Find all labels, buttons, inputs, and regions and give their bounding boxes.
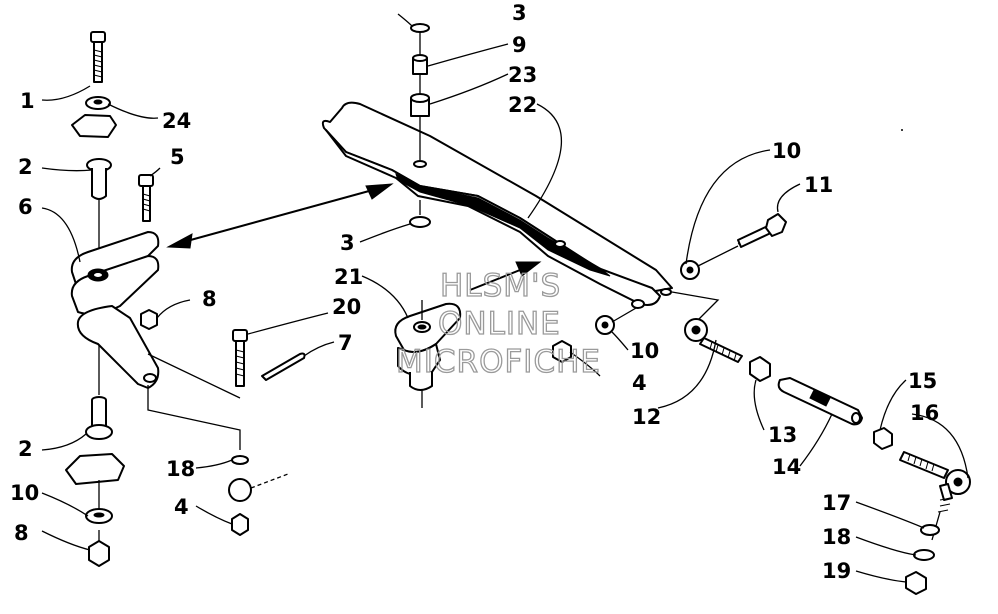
callout-10-left: 10: [10, 481, 39, 505]
callout-21: 21: [334, 265, 363, 289]
callout-7: 7: [338, 331, 353, 355]
callout-1: 1: [20, 89, 35, 113]
callout-3-lower: 3: [340, 231, 355, 255]
part-3-washer-lower: [409, 216, 431, 228]
part-14-adjuster-sleeve: [777, 377, 863, 426]
part-22-tie-rod-bar: [321, 101, 673, 309]
part-10-washer-right-hole: [686, 266, 694, 274]
part-4-nut-center: [552, 340, 572, 363]
watermark-line-2: ONLINE: [438, 306, 561, 342]
part-2-lower-bushing: [85, 396, 113, 440]
part-1-washer: [85, 96, 111, 110]
callout-4-center: 4: [632, 371, 647, 395]
part-2-upper-bushing: [86, 158, 112, 200]
watermark-line-1: HLSM'S: [440, 268, 561, 304]
watermark: HLSM'S ONLINE MICROFICHE: [395, 267, 601, 380]
part-16-rod-end: [899, 451, 971, 513]
callout-9: 9: [512, 33, 527, 57]
callout-15: 15: [908, 369, 937, 393]
callout-18-right: 18: [822, 525, 851, 549]
part-1-bolt: [90, 31, 106, 83]
part-10-washer-hole: [93, 512, 105, 518]
part-19-nut: [905, 571, 927, 595]
part-13-nut: [749, 356, 771, 382]
callout-17: 17: [822, 491, 851, 515]
part-17-washer: [920, 524, 940, 536]
part-6-steering-arm: [70, 231, 160, 389]
part-24-plate: [71, 114, 117, 138]
part-20-bolt: [232, 329, 248, 387]
callout-16: 16: [910, 401, 939, 425]
callout-8-upper: 8: [202, 287, 217, 311]
leader-lines: [41, 13, 969, 583]
part-lower-plate: [65, 453, 125, 485]
callout-22: 22: [508, 93, 537, 117]
part-4-nut-left: [231, 513, 249, 536]
part-11-bolt: [737, 213, 787, 248]
callout-11: 11: [804, 173, 833, 197]
callout-10-center: 10: [630, 339, 659, 363]
part-18-washer-right: [913, 549, 935, 561]
rod-guide-line: [671, 291, 720, 327]
callout-12: 12: [632, 405, 661, 429]
part-7-cotter-pin: [261, 352, 306, 381]
callout-labels: 1 24 2 5 6 8 20 7 2 10 8 18 4 3 9 23 22 …: [10, 1, 939, 583]
ball-socket: [228, 473, 289, 502]
callout-20: 20: [332, 295, 361, 319]
insert-arrow: [469, 261, 542, 291]
callout-23: 23: [508, 63, 537, 87]
callout-6: 6: [18, 195, 33, 219]
double-arrow: [166, 183, 394, 249]
part-8-nut-lower: [88, 540, 110, 567]
part-8-nut-upper: [140, 309, 158, 330]
part-3-washer-top: [410, 23, 430, 33]
watermark-line-3: MICROFICHE: [396, 344, 601, 380]
callout-3-top: 3: [512, 1, 527, 25]
stray-dot: [901, 129, 903, 131]
callout-10-right: 10: [772, 139, 801, 163]
part-15-nut: [873, 427, 893, 450]
callout-24: 24: [162, 109, 191, 133]
part-5-bolt: [138, 174, 154, 222]
callout-8-lower: 8: [14, 521, 29, 545]
part-12-rod-end: [684, 318, 743, 363]
part-18-washer-left: [231, 455, 249, 465]
callout-2-lower: 2: [18, 437, 33, 461]
callout-13: 13: [768, 423, 797, 447]
left-steering-post-assembly: [65, 31, 160, 567]
assembly-guide-lines: [147, 353, 241, 450]
callout-19: 19: [822, 559, 851, 583]
callout-2-upper: 2: [18, 155, 33, 179]
callout-4-left: 4: [174, 495, 189, 519]
part-21-steering-arm: [394, 300, 462, 408]
callout-14: 14: [772, 455, 801, 479]
part-23-bushing: [410, 93, 430, 117]
part-9-spacer: [412, 54, 428, 75]
part-10-washer-center-hole: [601, 321, 609, 329]
callout-5: 5: [170, 145, 185, 169]
callout-18-left: 18: [166, 457, 195, 481]
